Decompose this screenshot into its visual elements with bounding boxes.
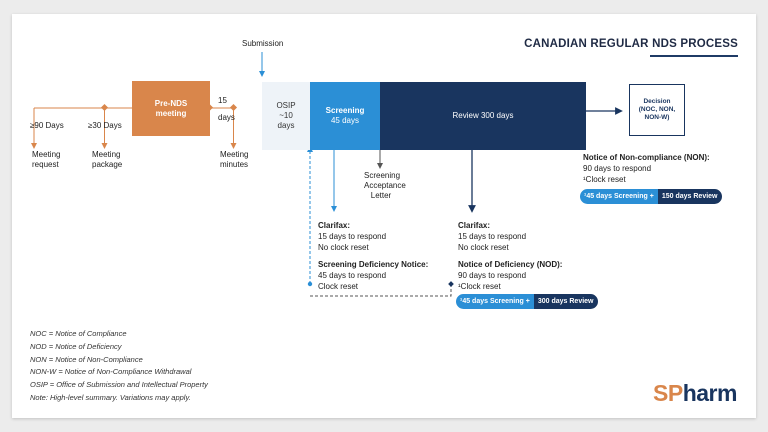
- review-box: Review 300 days: [380, 82, 586, 150]
- legend: NOC = Notice of Compliance NOD = Notice …: [30, 328, 208, 405]
- nod-timing-pill: ¹45 days Screening +300 days Review: [456, 294, 598, 309]
- non-timing-pill: ¹45 days Screening +150 days Review: [580, 189, 722, 204]
- days-90-label: ≥90 Days: [30, 121, 64, 130]
- screening-notes: Clarifax: 15 days to respond No clock re…: [318, 221, 429, 291]
- loop-bottom-line: [310, 284, 452, 297]
- legend-item: NON-W = Notice of Non-Compliance Withdra…: [30, 367, 192, 377]
- legend-item: NOC = Notice of Compliance: [30, 329, 127, 338]
- connector-lines: [31, 52, 623, 297]
- legend-item: NON = Notice of Non-Compliance: [30, 354, 143, 364]
- spharm-logo: SPharm: [653, 380, 737, 406]
- days-15-label: 15: [218, 96, 227, 105]
- days-label: days: [218, 113, 235, 122]
- meeting-package-diamond: [100, 103, 109, 112]
- non-block: Notice of Non-compliance (NON): 90 days …: [583, 153, 710, 184]
- legend-item: OSIP = Office of Submission and Intellec…: [30, 380, 208, 390]
- submission-label: Submission: [242, 39, 284, 48]
- legend-note: Note: High-level summary. Variations may…: [30, 392, 191, 402]
- page-title: CANADIAN REGULAR NDS PROCESS: [524, 38, 738, 50]
- review-notes: Clarifax: 15 days to respond No clock re…: [458, 221, 563, 291]
- slide: CANADIAN REGULAR NDS PROCESS: [12, 14, 756, 418]
- meeting-minutes-diamond: [229, 103, 238, 112]
- days-30-label: ≥30 Days: [88, 121, 122, 130]
- decision-box: Decision(NOC, NON,NON-W): [629, 84, 685, 136]
- legend-item: NOD = Notice of Deficiency: [30, 341, 122, 351]
- title-underline: [650, 55, 738, 57]
